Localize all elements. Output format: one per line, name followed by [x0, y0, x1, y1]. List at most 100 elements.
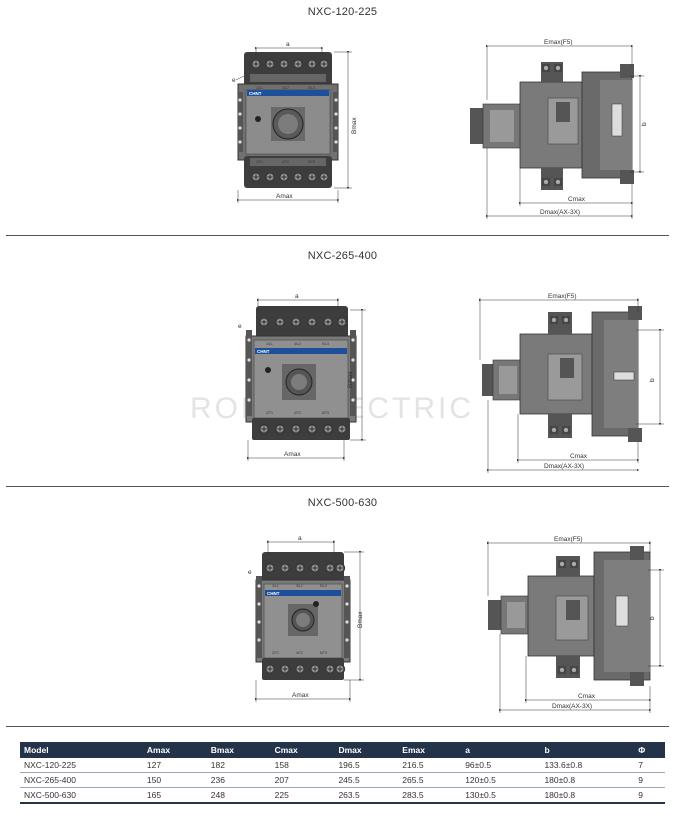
- dim-a-3: a: [298, 535, 302, 542]
- cell-b: 180±0.8: [540, 772, 635, 788]
- cell-dmax: 245.5: [334, 772, 399, 788]
- header-emax: Emax: [398, 742, 462, 758]
- cell-amax: 165: [142, 787, 207, 804]
- cell-cmax: 158: [270, 758, 335, 773]
- terminal-label-bottom-3c: 6/T3: [320, 651, 327, 655]
- dim-amax-2: Amax: [284, 451, 301, 458]
- cell-b: 133.6±0.8: [540, 758, 635, 773]
- dim-amax-3: Amax: [292, 692, 309, 699]
- dim-a-1: a: [286, 41, 290, 48]
- dim-emax-3: Emax(F5): [554, 536, 583, 543]
- cell-model: NXC-265-400: [20, 772, 143, 788]
- dim-cmax-1: Cmax: [568, 196, 586, 203]
- cell-bmax: 248: [206, 787, 271, 804]
- header-phi: Φ: [634, 742, 665, 758]
- dim-e-1: e: [232, 77, 236, 84]
- logo-1: CHNT: [249, 91, 262, 96]
- dim-bmax-3: Bmax: [357, 611, 364, 628]
- terminal-label-top-1c: 5/L3: [308, 86, 315, 90]
- front-view-3: CHNT 1/L1 3/L2 5/L3 2/T1 4/T2 6/T3 a Ama…: [248, 535, 364, 702]
- header-bmax: Bmax: [206, 742, 271, 758]
- dim-e-2: e: [238, 323, 242, 330]
- dim-dmax-2: Dmax(AX-3X): [544, 463, 584, 470]
- terminal-label-bottom-2b: 4/T2: [294, 411, 301, 415]
- cell-bmax: 182: [206, 758, 271, 773]
- terminal-label-top-1b: 3/L2: [282, 86, 289, 90]
- cell-phi: 9: [634, 772, 665, 788]
- header-model: Model: [20, 742, 143, 758]
- terminal-label-bottom-3b: 4/T2: [296, 651, 303, 655]
- dim-bmax-2: Bmax: [347, 371, 354, 388]
- cell-b: 180±0.8: [540, 787, 635, 804]
- dim-b-2: b: [649, 378, 656, 382]
- dim-cmax-3: Cmax: [578, 693, 596, 700]
- table-row: NXC-120-225 127 182 158 196.5 216.5 96±0…: [20, 758, 665, 773]
- terminal-label-top-2b: 3/L2: [294, 342, 301, 346]
- cell-model: NXC-500-630: [20, 787, 143, 804]
- terminal-label-top-3c: 5/L3: [320, 584, 327, 588]
- dim-dmax-1: Dmax(AX-3X): [540, 209, 580, 216]
- dimensions-table: Model Amax Bmax Cmax Dmax Emax a b Φ NXC…: [20, 742, 665, 804]
- dim-a-2: a: [295, 293, 299, 300]
- cell-dmax: 263.5: [334, 787, 399, 804]
- cell-bmax: 236: [206, 772, 271, 788]
- dim-e-3: e: [248, 569, 252, 576]
- logo-3: CHNT: [267, 591, 280, 596]
- cell-amax: 150: [142, 772, 207, 788]
- cell-a: 130±0.5: [461, 787, 541, 804]
- cell-emax: 283.5: [398, 787, 462, 804]
- terminal-label-top-3a: 1/L1: [272, 584, 279, 588]
- dim-b-3: b: [649, 616, 656, 620]
- cell-phi: 7: [634, 758, 665, 773]
- logo-2: CHNT: [257, 349, 270, 354]
- header-amax: Amax: [142, 742, 207, 758]
- dim-dmax-3: Dmax(AX-3X): [552, 703, 592, 710]
- section-title-1: NXC-120-225: [307, 6, 378, 18]
- dim-emax-1: Emax(F5): [544, 39, 573, 46]
- cell-phi: 9: [634, 787, 665, 804]
- terminal-label-top-2c: 5/L3: [322, 342, 329, 346]
- header-a: a: [461, 742, 541, 758]
- terminal-label-top-1a: 1/L1: [256, 86, 263, 90]
- cell-amax: 127: [142, 758, 207, 773]
- cell-cmax: 225: [270, 787, 335, 804]
- terminal-label-bottom-2c: 6/T3: [322, 411, 329, 415]
- cell-cmax: 207: [270, 772, 335, 788]
- side-view-2: Emax(F5) b Cmax Dmax(AX-3X): [478, 293, 664, 473]
- dim-amax-1: Amax: [276, 193, 293, 200]
- section-title-2: NXC-265-400: [307, 250, 378, 262]
- side-bolts-1: [238, 92, 338, 152]
- dim-emax-2: Emax(F5): [548, 293, 577, 300]
- dim-b-1: b: [641, 122, 648, 126]
- table-header-row: Model Amax Bmax Cmax Dmax Emax a b Φ: [20, 742, 665, 758]
- front-view-1: CHNT 1/L1 3/L2 5/L3 2/T1 4/T2 6/T3: [232, 41, 358, 203]
- cell-a: 96±0.5: [461, 758, 541, 773]
- cell-model: NXC-120-225: [20, 758, 143, 773]
- dim-bmax-1: Bmax: [351, 117, 358, 134]
- table-row: NXC-500-630 165 248 225 263.5 283.5 130±…: [20, 787, 665, 804]
- section-divider-1: [6, 235, 669, 236]
- terminal-label-top-3b: 3/L2: [296, 584, 303, 588]
- terminal-label-top-2a: 1/L1: [266, 342, 273, 346]
- terminal-label-bottom-3a: 2/T1: [272, 651, 279, 655]
- cell-emax: 265.5: [398, 772, 462, 788]
- front-view-2: CHNT 1/L1 3/L2 5/L3 2/T1 4/T2 6/T3 a Ama…: [238, 293, 366, 461]
- section-title-3: NXC-500-630: [307, 497, 378, 509]
- header-b: b: [540, 742, 635, 758]
- header-dmax: Dmax: [334, 742, 399, 758]
- header-cmax: Cmax: [270, 742, 335, 758]
- side-view-3: Emax(F5) b Cmax Dmax(AX-3X): [486, 536, 664, 713]
- drawings-canvas: CHNT 1/L1 3/L2 5/L3 2/T1 4/T2 6/T3: [232, 39, 664, 713]
- side-view-1: Emax(F5) b Cmax Dmax(AX-3X): [470, 39, 648, 219]
- terminal-label-bottom-1b: 4/T2: [282, 160, 289, 164]
- cell-dmax: 196.5: [334, 758, 399, 773]
- terminal-label-bottom-2a: 2/T1: [266, 411, 273, 415]
- table-row: NXC-265-400 150 236 207 245.5 265.5 120±…: [20, 772, 665, 788]
- terminal-label-bottom-1c: 6/T3: [308, 160, 315, 164]
- cell-emax: 216.5: [398, 758, 462, 773]
- terminal-label-bottom-1a: 2/T1: [256, 160, 263, 164]
- dim-cmax-2: Cmax: [570, 453, 588, 460]
- cell-a: 120±0.5: [461, 772, 541, 788]
- section-divider-3: [6, 726, 669, 727]
- section-divider-2: [6, 486, 669, 487]
